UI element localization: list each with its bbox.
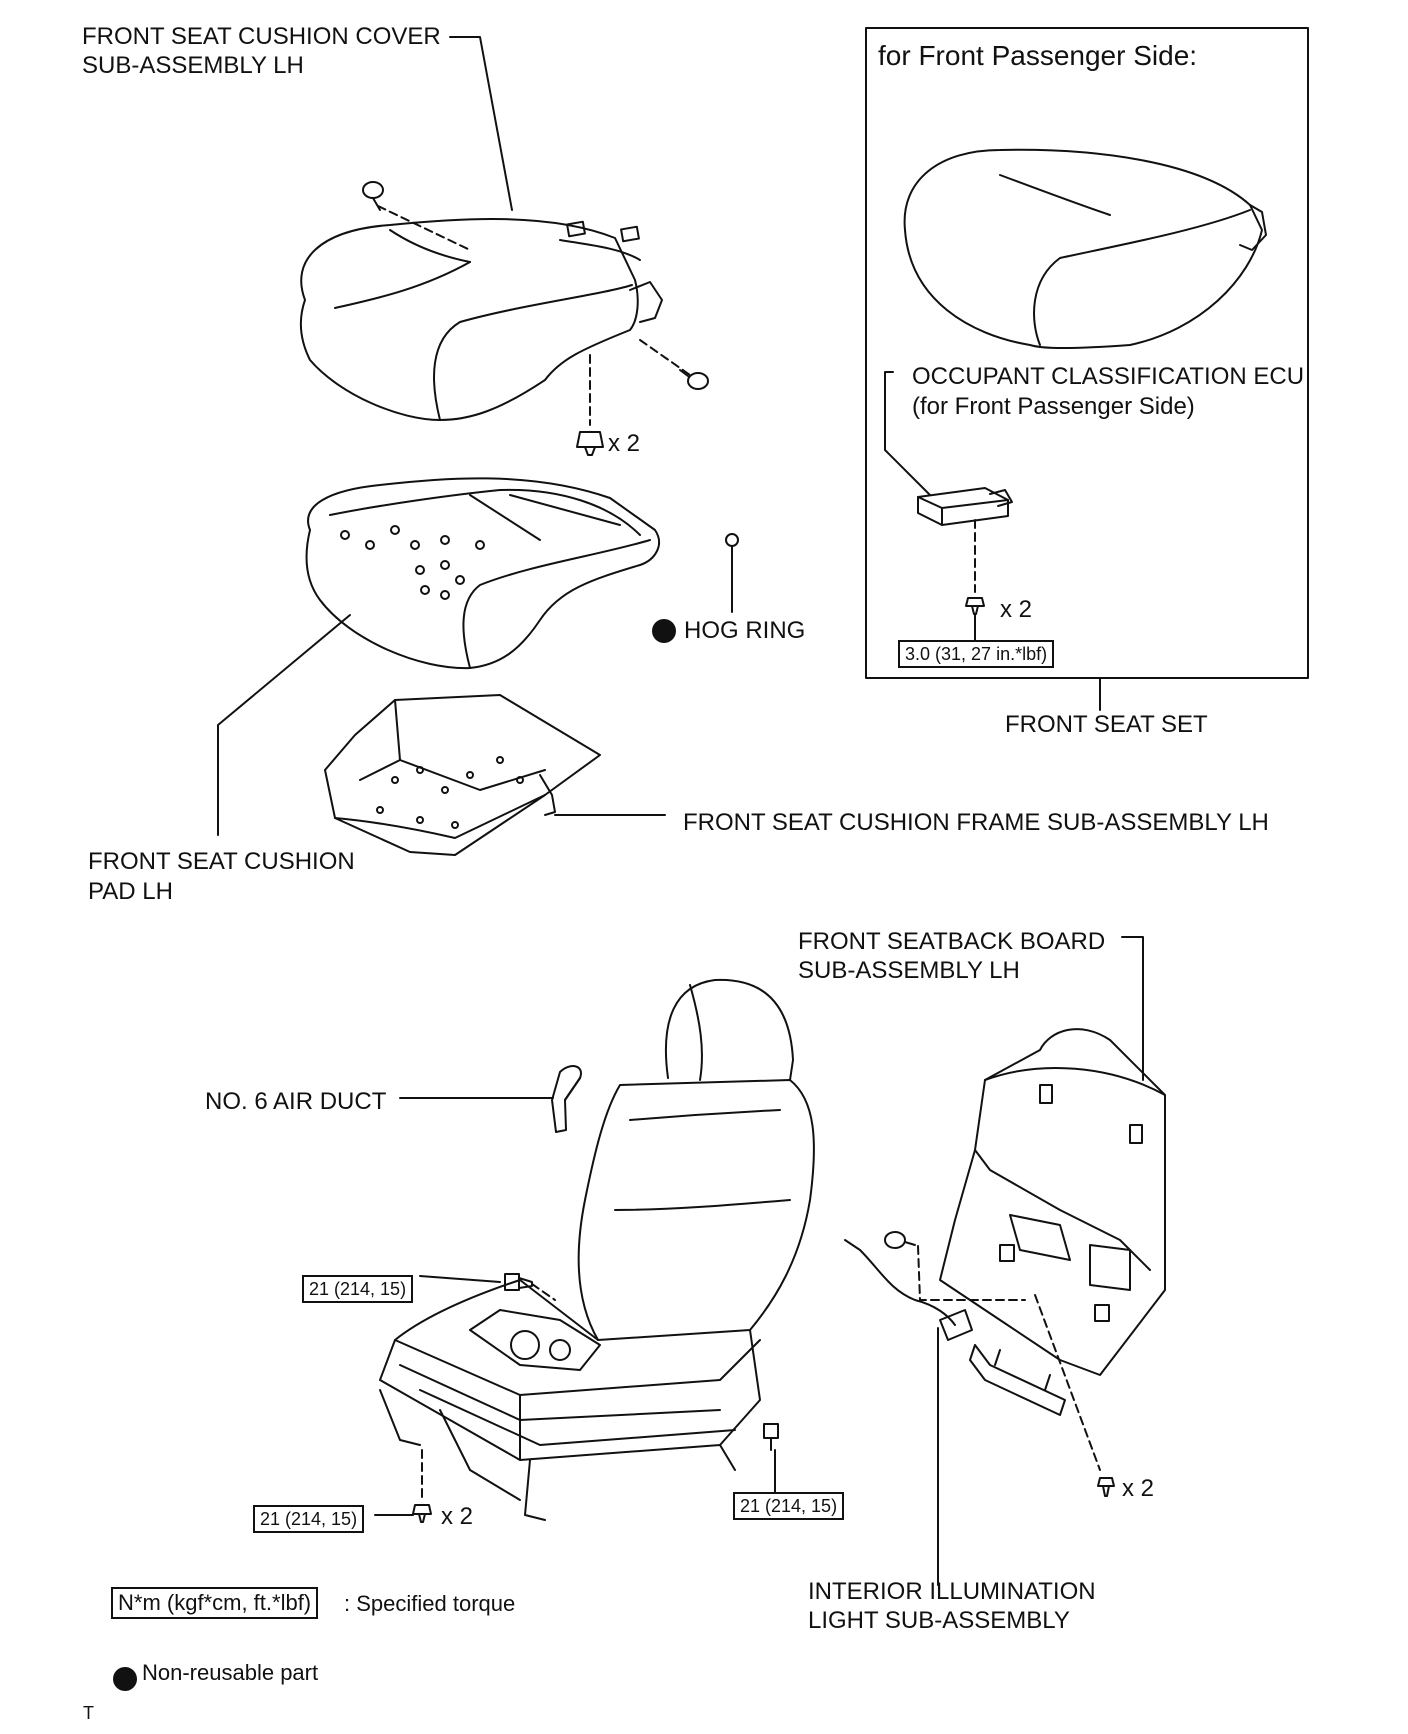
cushion-pad-label-line-2: PAD LH xyxy=(88,878,173,905)
seatback-board-label-line-1: FRONT SEATBACK BOARD xyxy=(798,928,1106,955)
hog-ring-icon xyxy=(725,533,739,547)
cover-clip-right-icon xyxy=(679,369,709,390)
cover-wire-harness xyxy=(559,220,641,261)
cover-clip-top-axis xyxy=(377,205,471,251)
seatback-board-leader xyxy=(1121,936,1144,1081)
cushion-pad xyxy=(305,477,660,670)
front-seat-set-label: FRONT SEAT SET xyxy=(1005,711,1208,738)
seat-torque-upper-left: 21 (214, 15) xyxy=(302,1275,414,1303)
footer-mark: T xyxy=(83,1703,94,1723)
seat-bolt-lower-right-icon xyxy=(763,1423,779,1451)
cushion-pad-label-line-1: FRONT SEAT CUSHION xyxy=(88,848,355,875)
illumination-label-line-1: INTERIOR ILLUMINATION xyxy=(808,1578,1096,1605)
rail-bolt-quantity: x 2 xyxy=(441,1503,474,1530)
cushion-cover-leader xyxy=(449,36,513,211)
ecu-torque-spec: 3.0 (31, 27 in.*lbf) xyxy=(898,640,1055,668)
seat-torque-lower-left: 21 (214, 15) xyxy=(253,1505,365,1533)
board-screw-quantity: x 2 xyxy=(1122,1475,1155,1502)
cushion-frame xyxy=(324,694,601,856)
cushion-pad-holes xyxy=(340,525,485,600)
seatback-board-screw-icon xyxy=(1097,1477,1115,1497)
cushion-cover-label-line-2: SUB-ASSEMBLY LH xyxy=(82,52,304,79)
legend-torque-text: : Specified torque xyxy=(344,1591,516,1616)
illumination-label-line-2: LIGHT SUB-ASSEMBLY xyxy=(808,1607,1070,1634)
occupant-ecu-label-line-2: (for Front Passenger Side) xyxy=(912,393,1195,420)
cushion-cover xyxy=(299,217,663,421)
air-duct-label: NO. 6 AIR DUCT xyxy=(205,1088,387,1115)
cushion-frame-holes xyxy=(376,756,524,829)
seatback-board-clips xyxy=(999,1084,1143,1322)
seatback-board xyxy=(939,1028,1166,1376)
seat-assembly xyxy=(379,978,815,1521)
hog-ring-nonreusable-dot xyxy=(652,619,676,643)
illumination-clip-axis xyxy=(917,1245,1026,1301)
hog-ring-label: HOG RING xyxy=(684,617,806,644)
cover-clip-quantity: x 2 xyxy=(608,430,641,457)
ecu-bolt-quantity: x 2 xyxy=(1000,596,1033,623)
cover-clip-bottom-icon xyxy=(576,431,604,456)
passenger-side-title: for Front Passenger Side: xyxy=(878,40,1198,71)
illumination-light xyxy=(844,1239,1066,1416)
occupant-classification-ecu xyxy=(917,487,1013,526)
seatback-board-screw-axis xyxy=(1034,1294,1101,1471)
legend-nonreusable-text: Non-reusable part xyxy=(142,1660,319,1685)
air-duct xyxy=(551,1065,582,1133)
seat-bolt-lower-left-icon xyxy=(412,1504,432,1523)
seat-torque-lower-right: 21 (214, 15) xyxy=(733,1492,845,1520)
illumination-clip-icon xyxy=(884,1231,916,1249)
legend-torque-box: N*m (kgf*cm, ft.*lbf) xyxy=(111,1587,319,1619)
occupant-ecu-label-line-1: OCCUPANT CLASSIFICATION ECU xyxy=(912,363,1305,390)
ecu-leader xyxy=(884,371,931,496)
cushion-pad-leader xyxy=(217,614,351,836)
ecu-bolt-icon xyxy=(965,597,985,615)
cover-clip-right-axis xyxy=(639,339,691,376)
cover-clip-top-icon xyxy=(362,181,384,211)
seat-torque-upper-left-leader xyxy=(419,1275,501,1283)
legend-nonreusable-dot xyxy=(113,1667,137,1691)
seat-bolt-upper-left-icon xyxy=(504,1273,533,1291)
passenger-side-frame xyxy=(865,27,1309,679)
passenger-cushion-cover xyxy=(903,148,1267,350)
seat-bolt-upper-left-axis xyxy=(531,1283,556,1301)
cushion-cover-label-line-1: FRONT SEAT CUSHION COVER xyxy=(82,23,441,50)
seatback-board-label-line-2: SUB-ASSEMBLY LH xyxy=(798,957,1020,984)
cushion-frame-label: FRONT SEAT CUSHION FRAME SUB-ASSEMBLY LH xyxy=(683,809,1269,836)
